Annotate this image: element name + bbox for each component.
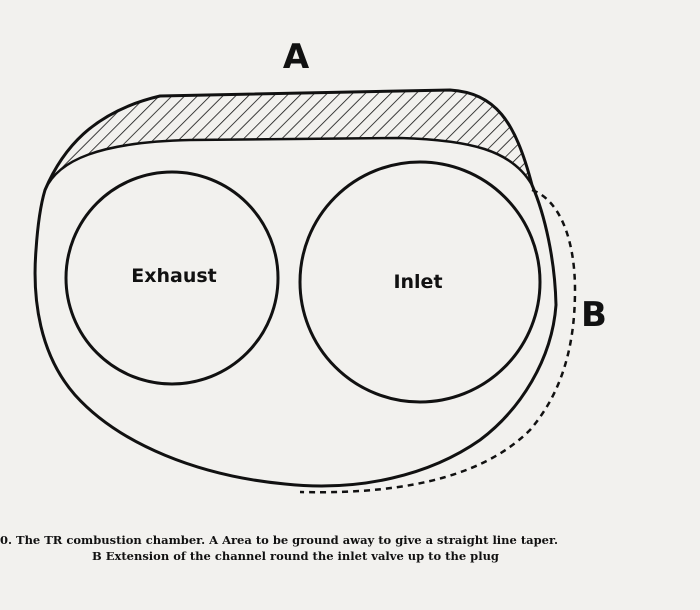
- inlet-valve: [298, 160, 542, 404]
- label-a: A: [283, 37, 310, 77]
- inlet-label: Inlet: [393, 271, 442, 293]
- channel-extension-b: [299, 188, 577, 494]
- caption-line-1: 0. The TR combustion chamber. A Area to …: [0, 533, 558, 547]
- figure-caption: 0. The TR combustion chamber. A Area to …: [0, 532, 700, 564]
- exhaust-label: Exhaust: [131, 265, 217, 287]
- taper-line: [43, 136, 534, 191]
- label-b: B: [581, 295, 607, 335]
- ground-away-area-a: [45, 90, 532, 190]
- caption-line-2: B Extension of the channel round the inl…: [92, 549, 499, 563]
- combustion-chamber-diagram: A B Exhaust Inlet: [33, 37, 607, 494]
- exhaust-valve: [64, 170, 280, 386]
- chamber-outline: [33, 88, 558, 488]
